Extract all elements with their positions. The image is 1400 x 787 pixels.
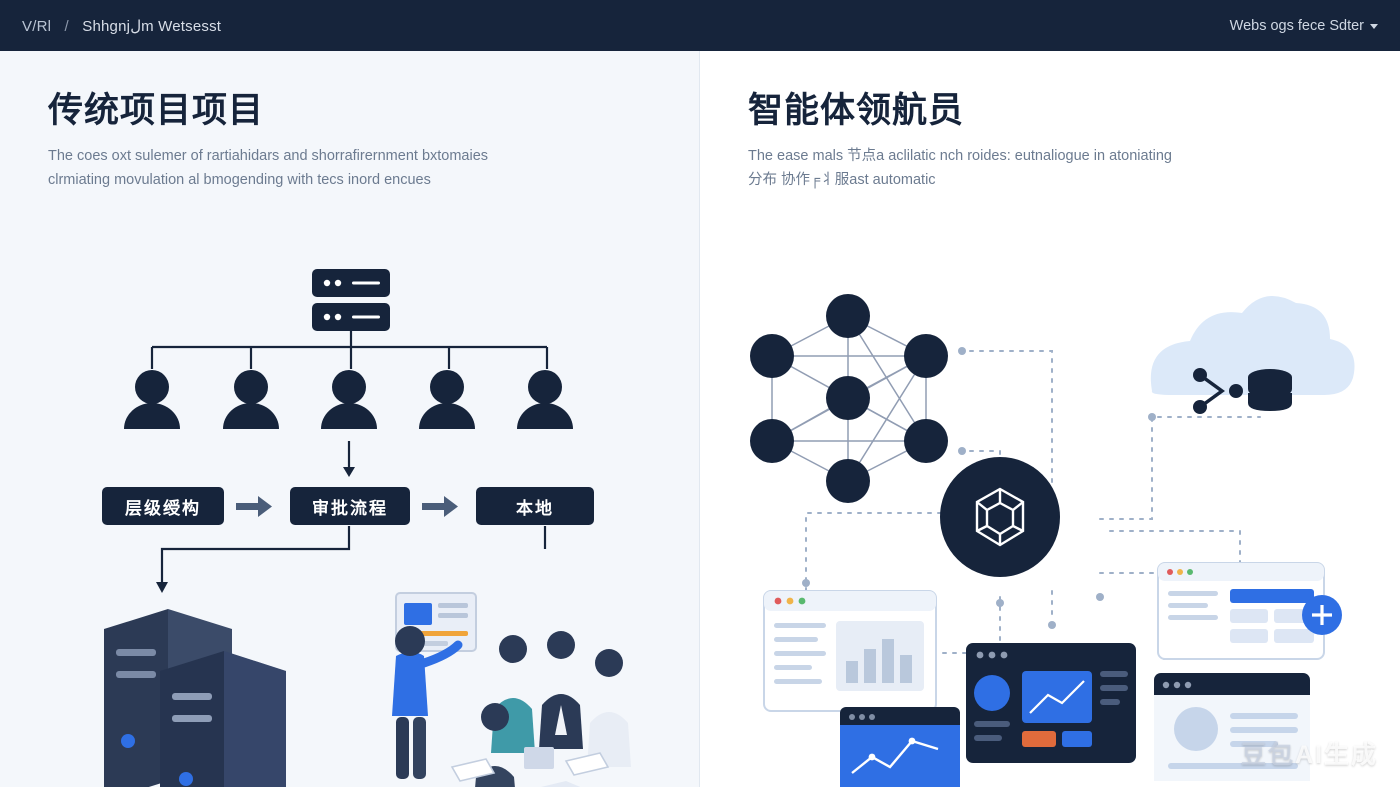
browser-card-table — [1157, 562, 1342, 660]
breadcrumb-root[interactable]: V/Rl — [22, 17, 52, 35]
left-subtitle-line2: clrmiating movulation al bmogending with… — [48, 171, 431, 188]
left-panel-header: 传统项目项目 The coes oxt sulemer of rartiahid… — [0, 51, 699, 192]
server-icon — [312, 269, 390, 331]
presenter-figure — [392, 626, 463, 779]
right-panel-header: 智能体领航员 The ease mals 节点a aclilatic nch r… — [700, 51, 1400, 192]
browser-card-1 — [763, 590, 937, 712]
server-rack-illustration — [104, 609, 286, 787]
topbar-menu[interactable]: Webs ogs fece Sdter — [1230, 18, 1378, 34]
seated-figure-3 — [587, 649, 631, 767]
right-title: 智能体领航员 — [748, 91, 965, 130]
cloud-inner-icons — [1193, 368, 1292, 414]
top-bar: V/Rl / Shhgnjلm Wetsesst Webs ogs fece S… — [0, 0, 1400, 51]
dashboard-card-dark — [966, 643, 1136, 763]
breadcrumb: V/Rl / Shhgnjلm Wetsesst — [22, 17, 221, 35]
panels-container: 传统项目项目 The coes oxt sulemer of rartiahid… — [0, 51, 1400, 787]
meeting-illustration — [392, 592, 631, 787]
left-illustration: 层级绶构 审批流程 本地 — [0, 201, 700, 787]
agent-network-svg — [750, 294, 1355, 787]
central-agent-hub — [940, 457, 1060, 577]
laptop-icons — [450, 747, 610, 782]
left-title: 传统项目项目 — [48, 91, 265, 130]
right-illustration — [700, 201, 1400, 787]
browser-card-dark-right — [1154, 673, 1310, 781]
right-panel: 智能体领航员 The ease mals 节点a aclilatic nch r… — [700, 51, 1400, 787]
hierarchy-diagram-svg — [104, 269, 631, 787]
chip-approval: 审批流程 — [290, 487, 410, 525]
cloud-icon — [1150, 295, 1355, 414]
tree-connectors — [150, 331, 549, 369]
seated-figure-2 — [539, 631, 583, 749]
seated-figure-1 — [491, 635, 535, 753]
chip-arrows — [236, 496, 458, 517]
person-icons — [124, 370, 573, 429]
breadcrumb-current: Shhgnjلm Wetsesst — [82, 17, 222, 35]
neural-network-graph — [750, 294, 948, 503]
browser-card-dark-small — [840, 707, 960, 787]
chevron-down-icon — [1370, 24, 1378, 29]
right-subtitle: The ease mals 节点a aclilatic nch roides: … — [748, 145, 1328, 192]
left-subtitle: The coes oxt sulemer of rartiahidars and… — [48, 145, 628, 192]
chip-hierarchy: 层级绶构 — [102, 487, 224, 525]
topbar-menu-label: Webs ogs fece Sdter — [1229, 17, 1364, 34]
right-subtitle-line1: The ease mals 节点a aclilatic nch roides: … — [748, 148, 1172, 165]
right-subtitle-line2: 分布 协作╒丬服ast automatic — [748, 171, 936, 188]
arrow-down-to-chips — [343, 441, 355, 477]
left-subtitle-line1: The coes oxt sulemer of rartiahidars and… — [48, 148, 489, 165]
breadcrumb-separator: / — [64, 17, 69, 35]
chip-local: 本地 — [476, 487, 594, 525]
chip-to-server-path — [156, 526, 547, 593]
left-panel: 传统项目项目 The coes oxt sulemer of rartiahid… — [0, 51, 700, 787]
